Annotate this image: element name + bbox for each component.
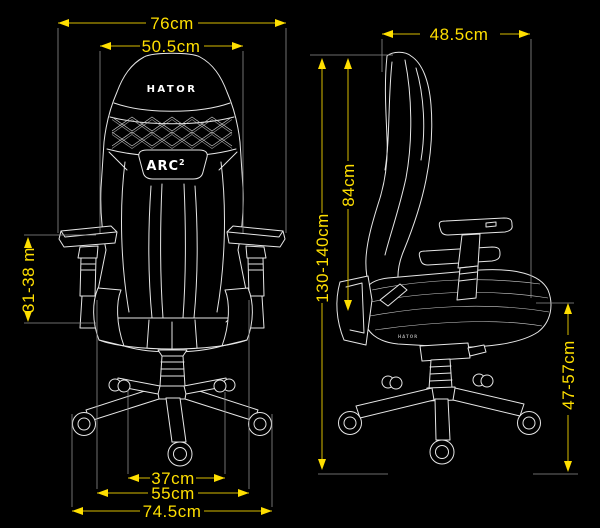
dim-side-seat-height: 47-57cm — [559, 303, 578, 472]
dim-front-armrest-height: 31-38 m — [19, 237, 38, 322]
dim-side-total-height: 130-140cm — [313, 58, 332, 470]
dim-front-seat-width: 55cm — [97, 484, 249, 503]
side-seat — [363, 269, 552, 348]
front-model-label: ARC2 — [146, 158, 185, 174]
dim-label-47-57cm: 47-57cm — [559, 340, 578, 410]
model-superscript: 2 — [179, 158, 186, 167]
dim-front-overall-width: 76cm — [58, 14, 286, 33]
dim-label-31-38: 31-38 m — [19, 247, 38, 313]
dim-front-backrest-width: 50.5cm — [100, 37, 243, 56]
reference-lines — [24, 28, 578, 507]
dim-label-76cm: 76cm — [150, 14, 194, 33]
front-base — [72, 349, 272, 467]
diamond-stitch-pattern — [111, 116, 233, 149]
side-backrest — [365, 51, 433, 311]
front-model-badge — [138, 149, 208, 180]
dim-side-backrest-height: 84cm — [339, 58, 358, 311]
dim-front-base-width: 74.5cm — [72, 502, 272, 521]
dim-label-55cm: 55cm — [151, 484, 195, 503]
front-view-chair: HATOR ARC2 — [58, 52, 286, 467]
dim-label-84cm: 84cm — [339, 163, 358, 207]
side-brand-logo: HATOR — [398, 334, 418, 339]
model-name: ARC — [146, 159, 179, 174]
side-view-chair: HATOR — [336, 51, 552, 465]
dim-label-74-5cm: 74.5cm — [143, 502, 202, 521]
dim-label-37cm: 37cm — [151, 469, 195, 488]
front-brand-logo: HATOR — [147, 84, 198, 95]
front-seat — [93, 287, 253, 353]
front-armrest-left — [58, 225, 119, 329]
dim-label-50-5cm: 50.5cm — [142, 37, 201, 56]
dim-label-130-140cm: 130-140cm — [313, 213, 332, 303]
side-base — [338, 342, 541, 465]
dim-label-48-5cm: 48.5cm — [430, 25, 489, 44]
dim-front-seat-inner-width: 37cm — [128, 469, 225, 488]
side-armrest — [438, 217, 513, 301]
dim-side-backrest-depth: 48.5cm — [382, 25, 530, 44]
dimension-annotations: 76cm 50.5cm 48.5cm 31-38 m 84cm 130-140c… — [19, 14, 578, 521]
